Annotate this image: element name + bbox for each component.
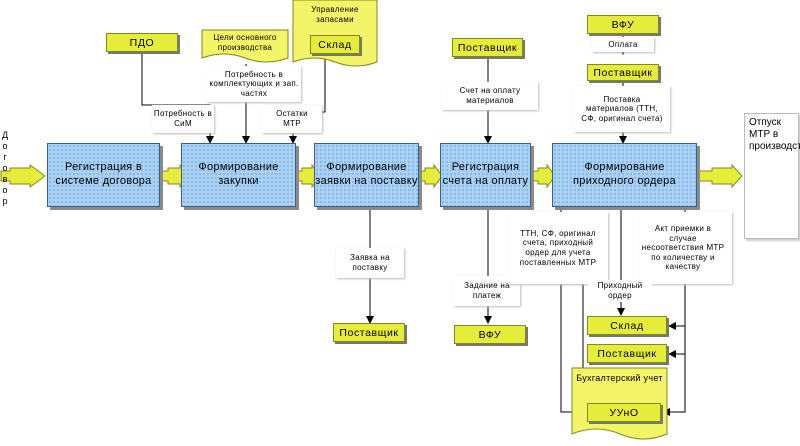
note-supply-request-text: Заявка на поставку (350, 253, 390, 272)
entity-supplier-top[interactable]: Поставщик (452, 38, 523, 57)
process-procurement[interactable]: Формирование закупки (181, 143, 296, 207)
entity-uuno[interactable]: УУнО (587, 403, 661, 422)
entity-supplier-top-label: Поставщик (457, 41, 518, 54)
process-receipt[interactable]: Формирование приходного ордера (552, 143, 697, 207)
entity-pdo[interactable]: ПДО (106, 33, 178, 52)
note-act: Акт приемки в случае несоответствия МТР … (634, 212, 732, 284)
note-invoice-materials: Счет на оплату материалов (442, 82, 538, 110)
document-inventory: Управление запасами (293, 2, 377, 32)
output-box: Отпуск МТР в производство (744, 113, 800, 239)
output-box-text: Отпуск МТР в производство (749, 117, 800, 152)
entity-supplier-right-label: Поставщик (597, 347, 657, 360)
note-ttn-docs: ТТН, СФ, оригинал счета, приходный ордер… (508, 212, 608, 284)
process-receipt-label: Формирование приходного ордера (573, 161, 676, 187)
note-payment-text: Оплата (608, 39, 638, 49)
process-invoice[interactable]: Регистрация счета на оплату (440, 143, 531, 207)
entity-supplier-vfu-label: Поставщик (593, 66, 653, 79)
process-registration-label: Регистрация в системе договора (55, 161, 152, 187)
note-delivery: Поставка материалов (ТТН, СФ, оригинал с… (574, 86, 670, 132)
note-invoice-materials-text: Счет на оплату материалов (459, 86, 521, 105)
entity-sklad-right-label: Склад (610, 319, 644, 332)
note-remains-text: Остатки МТР (276, 109, 308, 128)
note-act-text: Акт приемки в случае несоответствия МТР … (641, 224, 725, 272)
entity-sklad-top[interactable]: Склад (310, 35, 360, 54)
document-inventory-label: Управление запасами (311, 5, 359, 24)
entity-vfu-bottom-label: ВФУ (478, 328, 502, 341)
note-receipt-order-text: Приходный ордер (597, 281, 643, 300)
note-need-sim: Потребность в СиМ (152, 105, 214, 133)
note-supply-request: Заявка на поставку (336, 248, 404, 278)
entity-supplier-right[interactable]: Поставщик (587, 344, 667, 363)
process-registration[interactable]: Регистрация в системе договора (47, 143, 160, 207)
contract-input-text: Договор (0, 130, 10, 207)
entity-vfu-bottom[interactable]: ВФУ (454, 325, 526, 344)
document-accounting-label: Бухгалтерский учет (576, 373, 663, 383)
entity-supplier-bottom[interactable]: Поставщик (333, 323, 405, 342)
entity-sklad-right[interactable]: Склад (587, 316, 667, 335)
document-accounting: Бухгалтерский учет (572, 370, 667, 398)
note-payment-task-text: Задание на платеж (464, 281, 510, 300)
entity-uuno-label: УУнО (609, 406, 639, 419)
note-delivery-text: Поставка материалов (ТТН, СФ, оригинал с… (581, 94, 663, 123)
note-receipt-order: Приходный ордер (588, 280, 652, 302)
note-need-parts: Потребность в комплектующих и зап. частя… (207, 66, 301, 102)
note-need-sim-text: Потребность в СиМ (153, 109, 213, 128)
note-need-parts-text: Потребность в комплектующих и зап. частя… (209, 69, 299, 98)
entity-pdo-label: ПДО (129, 36, 155, 49)
process-procurement-label: Формирование закупки (198, 161, 279, 187)
contract-input-label: Договор (0, 130, 10, 207)
entity-vfu-top-label: ВФУ (611, 18, 635, 31)
entity-supplier-vfu[interactable]: Поставщик (587, 64, 659, 81)
process-invoice-label: Регистрация счета на оплату (442, 161, 529, 187)
document-goals: Цели основного производства (202, 30, 288, 58)
process-request-label: Формирование заявки на поставку (315, 161, 418, 187)
note-ttn-docs-text: ТТН, СФ, оригинал счета, приходный ордер… (519, 228, 597, 267)
entity-sklad-top-label: Склад (318, 38, 352, 51)
process-request[interactable]: Формирование заявки на поставку (314, 143, 419, 207)
entity-supplier-bottom-label: Поставщик (339, 326, 399, 339)
note-payment: Оплата (592, 37, 654, 52)
note-remains: Остатки МТР (262, 105, 322, 133)
entity-vfu-top[interactable]: ВФУ (587, 15, 659, 34)
document-goals-label: Цели основного производства (213, 33, 277, 52)
